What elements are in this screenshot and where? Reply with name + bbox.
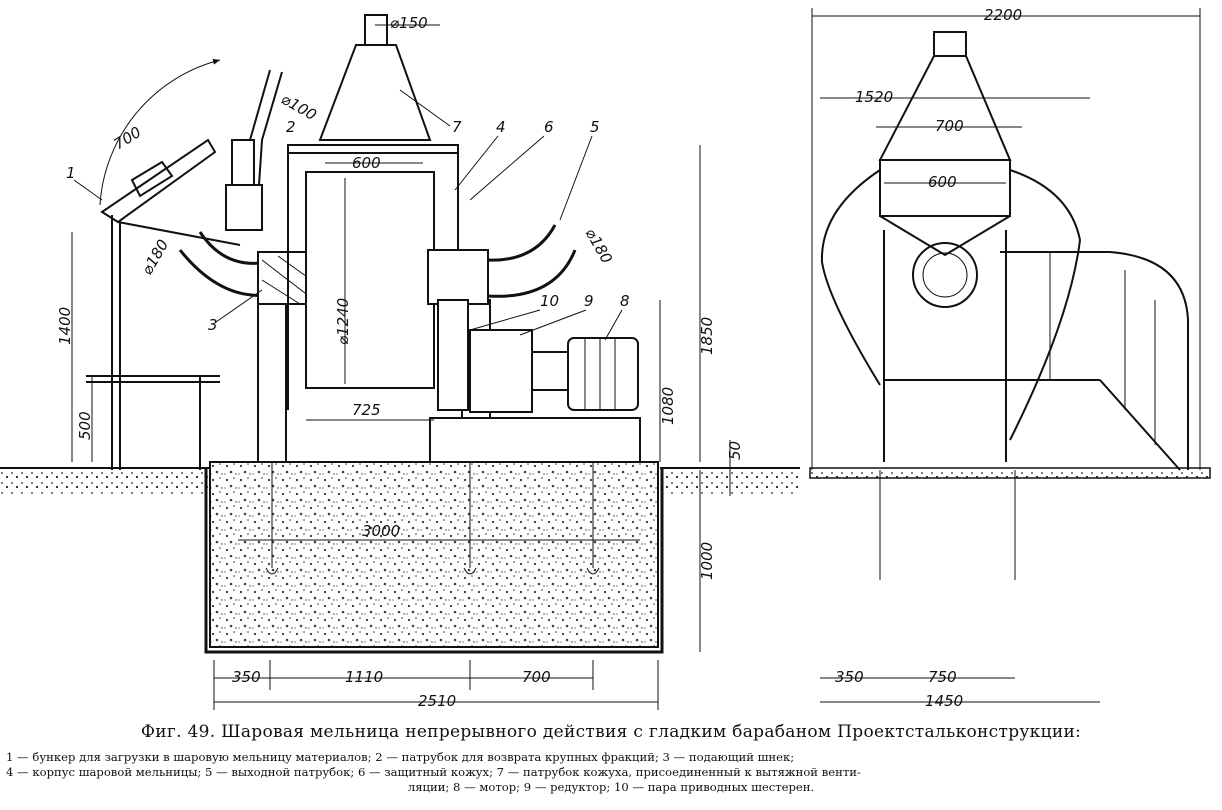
legend-line-1: 1 — бункер для загрузки в шаровую мельни… [6,750,795,764]
right-casing [820,169,1082,441]
dim-h500: 500 [76,411,94,440]
dim-d150: ⌀150 [390,14,428,32]
dim-h1000: 1000 [698,542,716,580]
left-elevation-view [0,14,800,710]
callout-2: 2 [286,118,296,136]
callout-1: 1 [66,164,76,182]
dimension-lines-right [811,8,1201,703]
callout-10: 10 [540,292,559,310]
return-pipe [225,69,283,231]
ground-strip-left [0,468,210,496]
dim-d100: ⌀100 [278,90,320,124]
loading-hopper [86,58,241,470]
dim-w725: 725 [352,401,381,419]
dim-r350: 350 [835,668,864,686]
dim-d180-left: ⌀180 [138,236,172,278]
dim-h1080: 1080 [659,387,677,425]
dim-r2200: 2200 [984,6,1022,24]
dim-w3000: 3000 [362,522,400,540]
dim-h1850: 1850 [698,317,716,355]
callout-6: 6 [544,118,554,136]
right-side-view [809,8,1211,703]
right-hood-box [879,159,1011,217]
dim-r750: 750 [928,668,957,686]
dim-r600: 600 [928,173,957,191]
dim-h50: 50 [726,441,744,460]
motor [567,337,639,411]
hood-cone [318,14,432,141]
callout-9: 9 [584,292,594,310]
dim-h1400: 1400 [56,307,74,345]
legend-line-2: 4 — корпус шаровой мельницы; 5 — выходно… [6,765,861,779]
dim-w600: 600 [352,154,381,172]
dim-r1450: 1450 [925,692,963,710]
reducer [469,329,533,413]
figure-legend: 1 — бункер для загрузки в шаровую мельни… [6,750,1216,795]
dim-w700-hopper: 700 [111,123,145,153]
callout-4: 4 [496,118,506,136]
dim-b2510: 2510 [418,692,456,710]
figure-caption: Фиг. 49. Шаровая мельница непрерывного д… [140,722,1082,742]
dim-r700: 700 [935,117,964,135]
legend-line-3: ляции; 8 — мотор; 9 — редуктор; 10 — пар… [407,780,815,794]
dim-d180-right: ⌀180 [582,225,616,267]
ball-mill-drawing: ⌀150 ⌀100 700 ⌀180 600 ⌀1240 ⌀180 725 14… [0,6,1211,710]
dim-b350: 350 [232,668,261,686]
callout-8: 8 [620,292,630,310]
dim-d1240: ⌀1240 [334,298,352,345]
anchor-bolts [265,455,600,575]
callout-7: 7 [452,118,462,136]
dim-r1520: 1520 [855,88,893,106]
dimension-lines-left [71,24,731,710]
callout-3: 3 [208,316,218,334]
foundation-block [209,461,659,648]
callout-5: 5 [590,118,600,136]
mill-drum [305,171,435,389]
dim-b700: 700 [522,668,551,686]
dim-b1110: 1110 [345,668,383,686]
